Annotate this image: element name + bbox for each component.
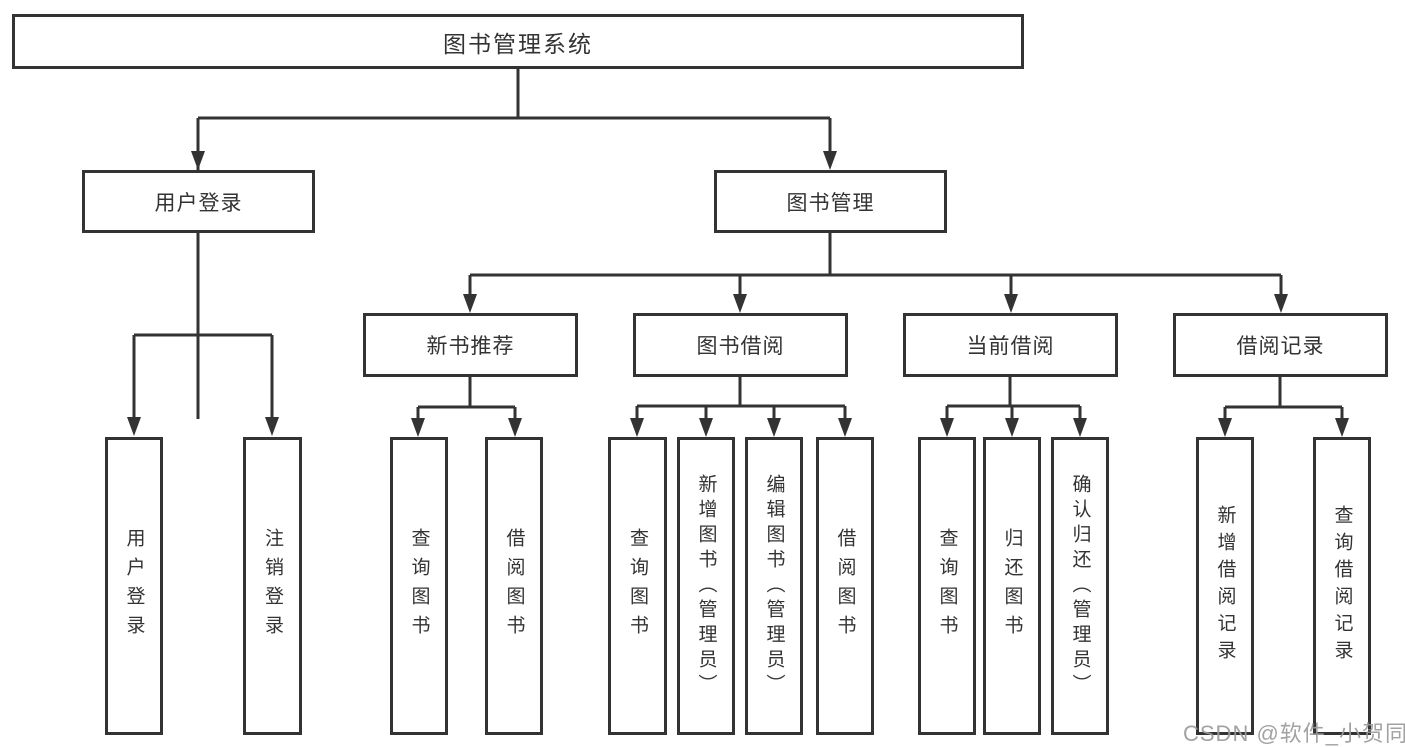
leaf-logout-label: 注销登录 (262, 528, 283, 644)
connector-borrow-group (635, 377, 847, 418)
leaf-query-book-borrow: 查询图书 (608, 437, 667, 735)
leaf-edit-book-admin: 编辑图书（管理员） (745, 437, 803, 735)
leaf-user-login: 用户登录 (105, 437, 163, 735)
csdn-watermark: CSDN @软件_小贺同学 (1183, 721, 1405, 746)
leaf-user-login-label: 用户登录 (123, 528, 145, 644)
leaf-return-book-label: 归还图书 (1001, 528, 1023, 644)
leaf-query-book-borrow-label: 查询图书 (627, 528, 648, 644)
leaf-query-book-recommend: 查询图书 (390, 437, 448, 735)
leaf-confirm-return-admin: 确认归还（管理员） (1051, 437, 1109, 735)
leaf-borrow-book: 借阅图书 (816, 437, 874, 735)
node-root: 图书管理系统 (12, 14, 1024, 69)
arrowhead-down (838, 418, 852, 437)
node-user-login-label: 用户登录 (154, 191, 243, 215)
leaf-confirm-return-admin-label: 确认归还（管理员） (1069, 473, 1091, 699)
connector-root-to-level2 (196, 69, 832, 419)
leaf-add-book-admin-label: 新增图书（管理员） (695, 473, 717, 699)
arrowhead-down (1004, 294, 1018, 313)
leaf-query-book-recommend-label: 查询图书 (408, 528, 430, 644)
arrowhead-down (823, 151, 837, 170)
node-new-book-recommend: 新书推荐 (363, 313, 578, 377)
node-new-book-recommend-label: 新书推荐 (426, 335, 515, 358)
arrowhead-down (1005, 418, 1019, 437)
leaf-add-borrow-record: 新增借阅记录 (1196, 437, 1254, 735)
node-book-borrow-label: 图书借阅 (696, 335, 785, 358)
arrowhead-down (733, 294, 747, 313)
node-borrow-record: 借阅记录 (1173, 313, 1388, 377)
leaf-borrow-book-recommend-label: 借阅图书 (503, 528, 525, 644)
node-current-borrow-label: 当前借阅 (966, 335, 1055, 358)
arrowhead-down (127, 417, 141, 436)
leaf-edit-book-admin-label: 编辑图书（管理员） (763, 473, 785, 699)
connector-current-group (945, 377, 1082, 418)
node-user-login: 用户登录 (82, 170, 315, 233)
connector-userlogin-group (132, 233, 274, 418)
arrowhead-down (699, 418, 713, 437)
leaf-borrow-book-label: 借阅图书 (834, 528, 856, 644)
arrowhead-down (265, 417, 279, 436)
leaf-query-borrow-record-label: 查询借阅记录 (1331, 505, 1353, 667)
leaf-add-borrow-record-label: 新增借阅记录 (1214, 505, 1236, 667)
arrowhead-down (191, 151, 205, 170)
arrowhead-down (411, 418, 425, 437)
node-borrow-record-label: 借阅记录 (1236, 335, 1325, 358)
leaf-return-book: 归还图书 (983, 437, 1041, 735)
arrowhead-down (1073, 418, 1087, 437)
arrowheads (127, 151, 1349, 437)
leaf-logout: 注销登录 (243, 437, 302, 735)
leaf-query-book-current-label: 查询图书 (936, 528, 958, 644)
leaf-query-borrow-record: 查询借阅记录 (1313, 437, 1371, 735)
connector-newbook-group (416, 377, 517, 418)
arrowhead-down (630, 418, 644, 437)
leaf-add-book-admin: 新增图书（管理员） (677, 437, 735, 735)
node-current-borrow: 当前借阅 (903, 313, 1118, 377)
leaf-query-book-current: 查询图书 (918, 437, 976, 735)
leaf-borrow-book-recommend: 借阅图书 (485, 437, 543, 735)
arrowhead-down (1335, 418, 1349, 437)
arrowhead-down (767, 418, 781, 437)
connector-record-group (1223, 377, 1344, 418)
node-book-borrow: 图书借阅 (633, 313, 848, 377)
arrowhead-down (463, 294, 477, 313)
arrowhead-down (508, 418, 522, 437)
arrowhead-down (1218, 418, 1232, 437)
connector-bookmgmt-group (468, 233, 1283, 295)
node-book-management-label: 图书管理 (786, 191, 875, 215)
arrowhead-down (1274, 294, 1288, 313)
node-book-management: 图书管理 (714, 170, 947, 233)
arrowhead-down (940, 418, 954, 437)
node-root-label: 图书管理系统 (443, 30, 593, 57)
